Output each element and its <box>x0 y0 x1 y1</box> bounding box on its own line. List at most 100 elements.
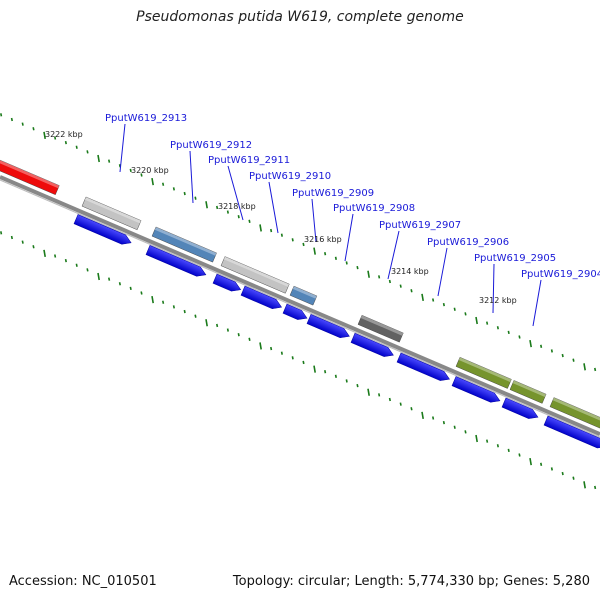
tick-mark <box>21 122 24 126</box>
tick-mark <box>583 481 586 489</box>
tick-mark <box>356 383 359 388</box>
tick-mark <box>550 467 553 471</box>
tick-mark <box>388 397 391 402</box>
tick-mark <box>216 205 219 210</box>
tick-mark <box>421 411 424 420</box>
tick-mark <box>540 462 543 466</box>
tick-mark <box>194 196 197 200</box>
gene-label: PputW619_2911 <box>208 155 290 166</box>
tick-mark <box>0 113 3 117</box>
tick-mark <box>334 374 337 378</box>
cds-arrow <box>501 397 539 419</box>
tick-mark <box>453 307 456 311</box>
tick-mark <box>421 293 424 302</box>
gene-labels: PputW619_2913PputW619_2912PputW619_2911P… <box>105 113 600 280</box>
feature-track <box>0 152 600 435</box>
tick-mark <box>453 425 456 429</box>
leader-line <box>532 279 542 327</box>
cds-arrow <box>145 245 207 277</box>
tick-mark <box>205 201 208 209</box>
scale-label: 3222 kbp <box>45 130 83 139</box>
scale-label: 3216 kbp <box>304 235 342 244</box>
scale-ticks-inner <box>0 231 597 490</box>
tick-mark <box>507 330 510 335</box>
feature-box <box>289 285 318 306</box>
cds-arrow <box>73 214 132 245</box>
cds-arrow <box>350 332 394 357</box>
scale-label: 3212 kbp <box>479 296 517 305</box>
tick-mark <box>464 312 467 316</box>
tick-mark <box>43 249 46 257</box>
cds-arrow <box>543 415 600 449</box>
tick-mark <box>270 346 273 351</box>
feature-box <box>220 256 290 294</box>
tick-mark <box>118 282 121 286</box>
genome-title: Pseudomonas putida W619, complete genome <box>136 9 464 25</box>
gene-label: PputW619_2906 <box>427 237 509 248</box>
leader-line <box>189 150 194 204</box>
tick-mark <box>496 326 499 330</box>
cds-arrow <box>396 352 450 381</box>
tick-mark <box>10 117 13 122</box>
tick-mark <box>475 316 478 325</box>
tick-mark <box>410 289 413 293</box>
tick-mark <box>216 323 219 328</box>
tick-mark <box>356 265 359 270</box>
tick-mark <box>475 434 478 443</box>
leader-line <box>311 198 317 243</box>
leader-line <box>268 181 279 234</box>
tick-mark <box>399 402 402 406</box>
tick-mark <box>280 351 283 355</box>
tick-mark <box>183 191 186 196</box>
tick-mark <box>64 140 67 145</box>
scale-label: 3220 kbp <box>131 166 169 175</box>
tick-mark <box>108 277 111 281</box>
scale-label: 3218 kbp <box>218 202 256 211</box>
tick-mark <box>572 476 575 480</box>
tick-mark <box>410 407 413 411</box>
tick-mark <box>518 335 521 339</box>
tick-mark <box>302 242 305 247</box>
tick-mark <box>550 349 553 353</box>
tick-mark <box>237 215 240 219</box>
cds-arrow <box>282 303 308 320</box>
tick-mark <box>507 448 510 453</box>
tick-mark <box>367 270 370 278</box>
leader-line <box>437 247 448 297</box>
cds-arrow <box>212 273 242 292</box>
feature-box <box>509 380 547 404</box>
tick-mark <box>270 228 273 233</box>
tick-mark <box>572 358 575 362</box>
tick-mark <box>432 416 435 420</box>
tick-mark <box>64 258 67 263</box>
tick-mark <box>291 356 294 360</box>
cds-arrow <box>306 314 350 339</box>
tick-mark <box>442 420 445 425</box>
tick-mark <box>172 305 175 309</box>
gene-label: PputW619_2909 <box>292 188 374 199</box>
tick-mark <box>561 353 564 358</box>
backbone-line-shadow <box>0 179 600 438</box>
gene-label: PputW619_2904 <box>521 269 600 280</box>
gene-label: PputW619_2910 <box>249 171 331 182</box>
tick-mark <box>280 233 283 237</box>
feature-box <box>0 152 60 195</box>
tick-mark <box>151 296 154 304</box>
tick-mark <box>140 173 143 177</box>
tick-mark <box>259 342 262 350</box>
tick-mark <box>388 279 391 284</box>
tick-mark <box>486 439 489 443</box>
tick-mark <box>54 254 57 258</box>
tick-mark <box>205 319 208 327</box>
tick-mark <box>54 136 57 140</box>
tick-mark <box>86 268 89 272</box>
tick-mark <box>237 333 240 337</box>
tick-mark <box>594 485 597 490</box>
leader-line <box>119 123 126 173</box>
tick-mark <box>75 263 78 267</box>
tick-mark <box>162 182 165 186</box>
feature-box <box>81 196 142 231</box>
tick-mark <box>129 286 132 291</box>
